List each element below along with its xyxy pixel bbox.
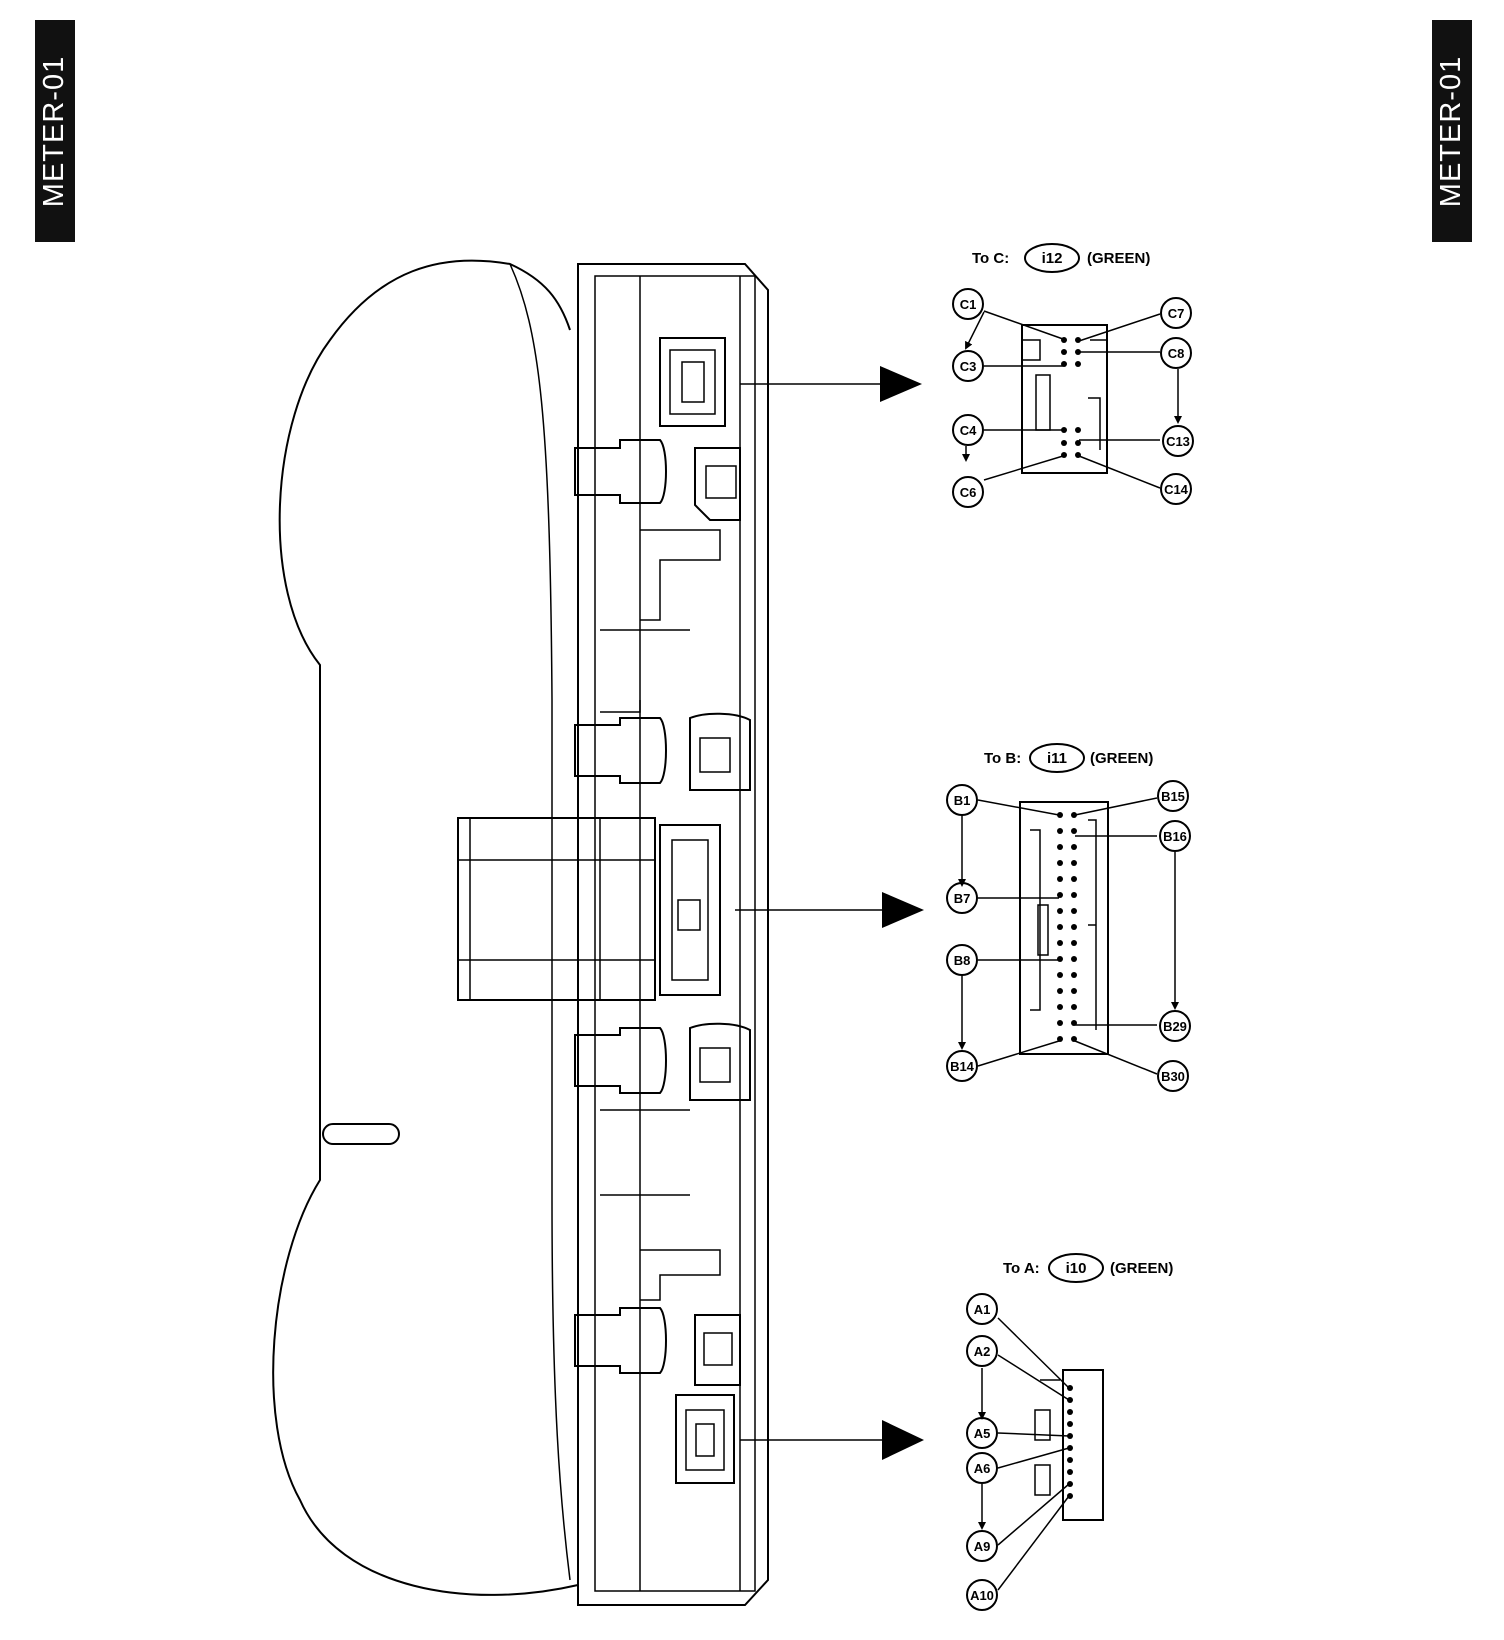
svg-text:B16: B16: [1163, 829, 1187, 844]
svg-text:A6: A6: [974, 1461, 991, 1476]
pin-b1: B1: [946, 784, 978, 816]
socket-a: [675, 1394, 735, 1484]
svg-text:B15: B15: [1161, 789, 1185, 804]
svg-text:C7: C7: [1168, 306, 1185, 321]
pin-a1: A1: [966, 1293, 998, 1325]
connector-c-terminals: [1061, 337, 1081, 458]
socket-b: [659, 824, 721, 996]
connector-c-color: (GREEN): [1087, 250, 1150, 267]
connector-b-code: i11: [1047, 750, 1067, 767]
pin-b8: B8: [946, 944, 978, 976]
socket-c: [659, 337, 726, 427]
meter-housing: [272, 259, 769, 1606]
side-tab-left: METER-01: [35, 20, 75, 242]
pointer-arrow-a: [882, 1420, 924, 1460]
connector-c-code: i12: [1042, 250, 1063, 267]
svg-text:A1: A1: [974, 1302, 991, 1317]
connector-a: To A: i10 (GREEN) A1 A2 A5 A6 A9: [966, 1253, 1173, 1611]
svg-text:B30: B30: [1161, 1069, 1185, 1084]
svg-text:A2: A2: [974, 1344, 991, 1359]
connector-b-shell: [1019, 801, 1109, 1055]
svg-text:A10: A10: [970, 1588, 994, 1603]
pin-b29: B29: [1159, 1010, 1191, 1042]
connector-c-shell: [1021, 324, 1108, 474]
connector-b-color: (GREEN): [1090, 750, 1153, 767]
svg-text:B7: B7: [954, 891, 971, 906]
pin-c4: C4: [952, 414, 984, 446]
svg-text:B14: B14: [950, 1059, 975, 1074]
pin-c14: C14: [1160, 473, 1192, 505]
pin-a5: A5: [966, 1417, 998, 1449]
connector-a-code: i10: [1066, 1260, 1087, 1277]
svg-text:A9: A9: [974, 1539, 991, 1554]
pin-b30: B30: [1157, 1060, 1189, 1092]
pin-b16: B16: [1159, 820, 1191, 852]
pin-b15: B15: [1157, 780, 1189, 812]
side-tab-right: METER-01: [1432, 20, 1472, 242]
pin-a6: A6: [966, 1452, 998, 1484]
connector-c: To C: i12 (GREEN) C1 C3 C4 C6 C7 C8 C13: [952, 243, 1194, 508]
svg-text:C6: C6: [960, 485, 977, 500]
latch-1: [574, 439, 741, 521]
connector-b-prefix: To B:: [984, 750, 1021, 767]
pointer-arrow-c: [880, 366, 922, 402]
pointer-arrow-b: [882, 892, 924, 928]
pin-a9: A9: [966, 1530, 998, 1562]
connector-a-prefix: To A:: [1003, 1260, 1040, 1277]
connector-c-code-oval: [1024, 243, 1080, 273]
svg-text:C8: C8: [1168, 346, 1185, 361]
latch-3: [574, 1022, 751, 1101]
svg-text:A5: A5: [974, 1426, 991, 1441]
svg-text:C13: C13: [1166, 434, 1190, 449]
connector-b-terminals: [1057, 812, 1077, 1042]
connector-c-prefix: To C:: [972, 250, 1009, 267]
pin-b14: B14: [946, 1050, 978, 1082]
pin-b7: B7: [946, 882, 978, 914]
svg-text:C1: C1: [960, 297, 977, 312]
pin-a2: A2: [966, 1335, 998, 1367]
indicator-slot: [322, 1123, 400, 1145]
pin-c3: C3: [952, 350, 984, 382]
connector-a-terminals: [1067, 1385, 1073, 1499]
pin-c1: C1: [952, 288, 984, 320]
pin-c6: C6: [952, 476, 984, 508]
pin-c8: C8: [1160, 337, 1192, 369]
svg-text:B1: B1: [954, 793, 971, 808]
connector-a-shell: [1062, 1369, 1104, 1521]
svg-text:B29: B29: [1163, 1019, 1187, 1034]
connector-a-color: (GREEN): [1110, 1260, 1173, 1277]
pin-a10: A10: [966, 1579, 998, 1611]
pin-c13: C13: [1162, 425, 1194, 457]
latch-2: [574, 712, 751, 791]
latch-4: [574, 1307, 741, 1386]
svg-text:B8: B8: [954, 953, 971, 968]
connector-b: To B: i11 (GREEN): [946, 743, 1191, 1092]
svg-text:C3: C3: [960, 359, 977, 374]
svg-text:C4: C4: [960, 423, 977, 438]
center-housing: [457, 817, 721, 1001]
connector-b-code-oval: [1029, 743, 1085, 773]
svg-text:C14: C14: [1164, 482, 1189, 497]
connector-a-code-oval: [1048, 1253, 1104, 1283]
pin-c7: C7: [1160, 297, 1192, 329]
